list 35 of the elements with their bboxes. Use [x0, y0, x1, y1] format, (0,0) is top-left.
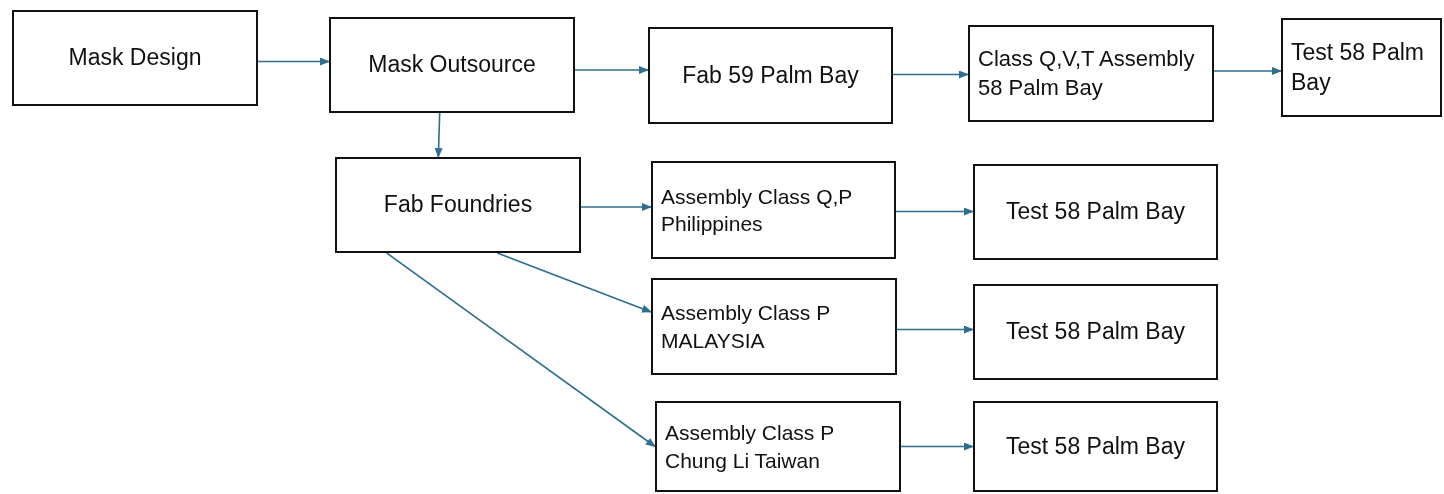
process-box [973, 164, 1218, 260]
arrow [574, 66, 649, 74]
box-label: Assembly Class Q,P Philippines [661, 183, 853, 237]
process-box [655, 401, 901, 492]
process-box [329, 17, 575, 113]
arrow [496, 252, 652, 313]
box-label: Test 58 Palm Bay [1006, 431, 1185, 461]
process-box [648, 27, 893, 124]
process-box [968, 25, 1214, 122]
process-box [651, 161, 896, 259]
arrow [580, 203, 652, 211]
arrow [434, 112, 443, 158]
box-label: Mask Outsource [368, 50, 536, 80]
box-label: Fab Foundries [383, 190, 533, 220]
arrow [385, 252, 656, 448]
box-label: Fab 59 Palm Bay [682, 60, 859, 90]
arrow [895, 207, 974, 216]
arrow [900, 442, 974, 451]
arrow [896, 325, 974, 334]
box-label: Test 58 Palm Bay [1006, 317, 1185, 347]
process-box [1281, 18, 1442, 117]
arrow [1213, 67, 1282, 75]
box-label: Assembly Class P MALAYSIA [661, 300, 831, 354]
box-label: Class Q,V,T Assembly 58 Palm Bay [978, 44, 1196, 102]
box-label: Test 58 Palm Bay [1006, 197, 1185, 227]
process-box [335, 157, 581, 253]
process-box [973, 401, 1218, 492]
arrow [257, 57, 330, 66]
box-label: Assembly Class P Chung Li Taiwan [665, 420, 835, 474]
box-label: Test 58 Palm Bay [1291, 37, 1425, 97]
box-label: Mask Design [68, 43, 202, 73]
process-box [12, 10, 258, 106]
arrow [892, 70, 969, 79]
process-box [973, 284, 1218, 380]
process-box [651, 278, 897, 375]
